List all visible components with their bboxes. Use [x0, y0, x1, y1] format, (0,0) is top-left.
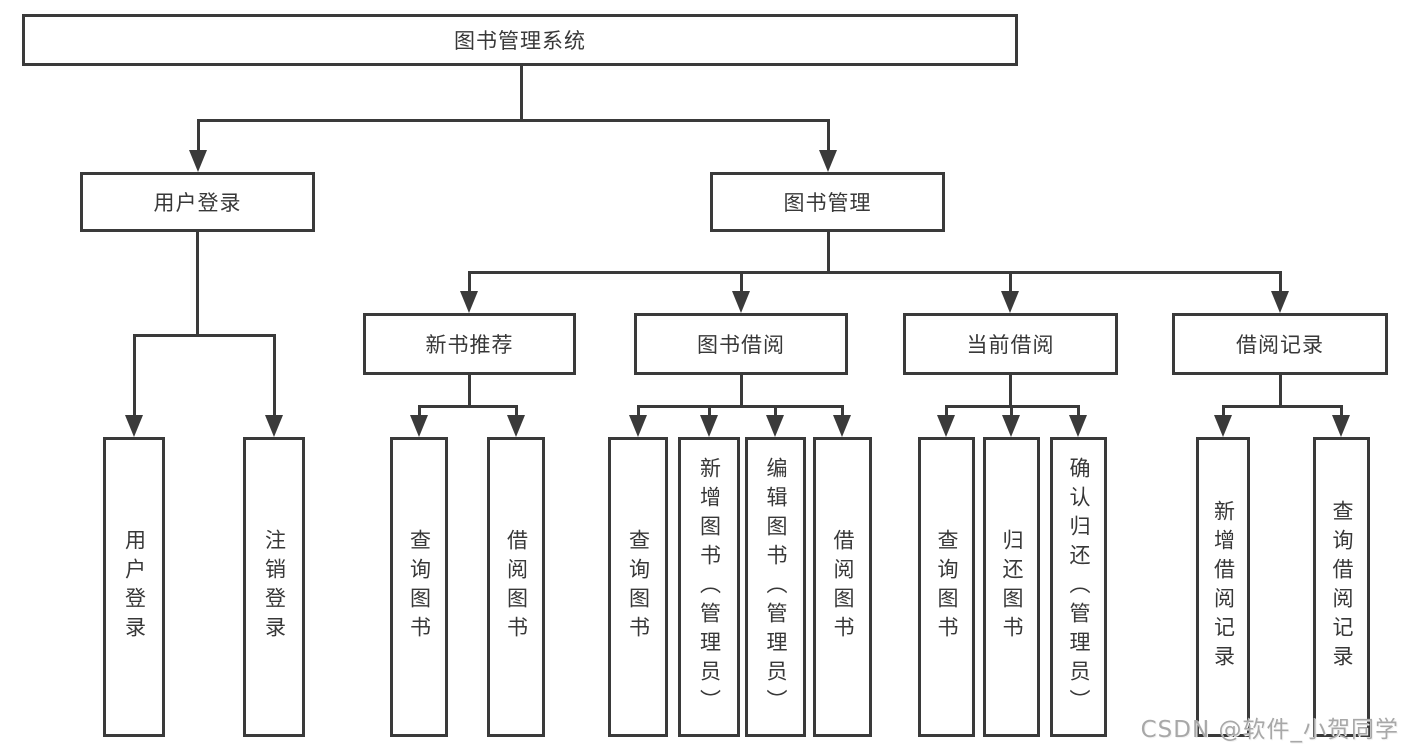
connector-hbar: [1222, 405, 1343, 408]
connector-drop-book-borrow: [740, 271, 743, 295]
node-current-borrowing: 当前借阅: [903, 313, 1118, 375]
node-label: 新书推荐: [425, 333, 514, 357]
node-label: 图书管理系统: [454, 29, 586, 53]
node-new-book-recommend: 新书推荐: [363, 313, 576, 375]
node-label: 当前借阅: [966, 333, 1055, 357]
leaf-borrowing-query-books: 查询图书: [608, 437, 668, 737]
node-label: 图书借阅: [697, 333, 785, 357]
leaf-borrowing-borrow-books: 借阅图书: [813, 437, 872, 737]
connector-drop-leaf: [273, 334, 276, 417]
connector-drop-leaf: [1010, 405, 1013, 419]
connector-stem: [1279, 375, 1282, 406]
connector-stem: [1009, 375, 1012, 406]
connector-drop-leaf: [774, 405, 777, 419]
arrow-down-icon: [507, 415, 525, 437]
arrow-down-icon: [410, 415, 428, 437]
connector-drop-leaf: [945, 405, 948, 419]
connector-drop-leaf: [1340, 405, 1343, 419]
connector-drop-leaf: [708, 405, 711, 419]
csdn-watermark: CSDN @软件_小贺同学: [1140, 717, 1399, 743]
leaf-newbook-borrow-books: 借阅图书: [487, 437, 545, 737]
arrow-down-icon: [1002, 415, 1020, 437]
node-label: 查询图书: [626, 529, 651, 645]
node-user-login: 用户登录: [80, 172, 315, 232]
leaf-current-confirm-return-admin: 确认归还（管理员）: [1050, 437, 1107, 737]
connector-drop-leaf: [133, 334, 136, 417]
node-label: 新增借阅记录: [1211, 500, 1236, 674]
arrow-down-icon: [1069, 415, 1087, 437]
arrow-down-icon: [819, 150, 837, 172]
leaf-current-query-books: 查询图书: [918, 437, 975, 737]
leaf-current-return-books: 归还图书: [983, 437, 1040, 737]
connector-drop-borrow-records: [1279, 271, 1282, 295]
connector-drop-current-borrow: [1009, 271, 1012, 295]
leaf-borrowing-add-books-admin: 新增图书（管理员）: [678, 437, 740, 737]
node-label: 查询图书: [935, 529, 959, 645]
arrow-down-icon: [732, 291, 750, 313]
connector-drop-book-mgmt: [827, 119, 830, 155]
node-book-management: 图书管理: [710, 172, 945, 232]
connector-root-stem: [520, 66, 523, 120]
connector-book-mgmt-stem: [827, 232, 830, 273]
arrow-down-icon: [265, 415, 283, 437]
arrow-down-icon: [833, 415, 851, 437]
arrow-down-icon: [1271, 291, 1289, 313]
node-library-management-system: 图书管理系统: [22, 14, 1018, 66]
connector-hbar: [637, 405, 844, 408]
node-label: 查询借阅记录: [1330, 500, 1354, 674]
node-label: 借阅图书: [504, 529, 529, 645]
connector-stem: [740, 375, 743, 406]
node-label: 用户登录: [122, 529, 147, 645]
arrow-down-icon: [1332, 415, 1350, 437]
leaf-logout: 注销登录: [243, 437, 305, 737]
connector-hbar: [418, 405, 517, 408]
connector-user-login-hbar: [133, 334, 276, 337]
node-label: 图书管理: [783, 191, 872, 215]
node-borrowing-records: 借阅记录: [1172, 313, 1388, 375]
node-label: 用户登录: [153, 191, 242, 215]
node-label: 新增图书（管理员）: [697, 456, 722, 718]
connector-drop-leaf: [1077, 405, 1080, 419]
connector-drop-leaf: [515, 405, 518, 419]
arrow-down-icon: [1214, 415, 1232, 437]
arrow-down-icon: [189, 150, 207, 172]
arrow-down-icon: [629, 415, 647, 437]
connector-drop-new-book: [468, 271, 471, 295]
leaf-borrowing-edit-books-admin: 编辑图书（管理员）: [745, 437, 806, 737]
connector-drop-leaf: [637, 405, 640, 419]
node-label: 借阅记录: [1236, 333, 1324, 357]
leaf-newbook-query-books: 查询图书: [390, 437, 448, 737]
node-label: 注销登录: [262, 529, 287, 645]
leaf-user-login: 用户登录: [103, 437, 165, 737]
node-label: 编辑图书（管理员）: [764, 456, 788, 718]
arrow-down-icon: [460, 291, 478, 313]
node-book-borrowing: 图书借阅: [634, 313, 848, 375]
arrow-down-icon: [766, 415, 784, 437]
node-label: 借阅图书: [831, 529, 855, 645]
connector-drop-user-login: [197, 119, 200, 155]
leaf-records-add-record: 新增借阅记录: [1196, 437, 1250, 737]
node-label: 查询图书: [407, 529, 432, 645]
arrow-down-icon: [1001, 291, 1019, 313]
node-label: 归还图书: [1000, 529, 1024, 645]
arrow-down-icon: [700, 415, 718, 437]
connector-drop-leaf: [841, 405, 844, 419]
connector-user-login-stem: [196, 232, 199, 336]
leaf-records-query-record: 查询借阅记录: [1313, 437, 1370, 737]
connector-drop-leaf: [418, 405, 421, 419]
arrow-down-icon: [937, 415, 955, 437]
connector-drop-leaf: [1222, 405, 1225, 419]
connector-root-hbar: [197, 119, 830, 122]
arrow-down-icon: [125, 415, 143, 437]
connector-stem: [468, 375, 471, 406]
connector-book-mgmt-hbar: [468, 271, 1282, 274]
node-label: 确认归还（管理员）: [1067, 456, 1091, 718]
